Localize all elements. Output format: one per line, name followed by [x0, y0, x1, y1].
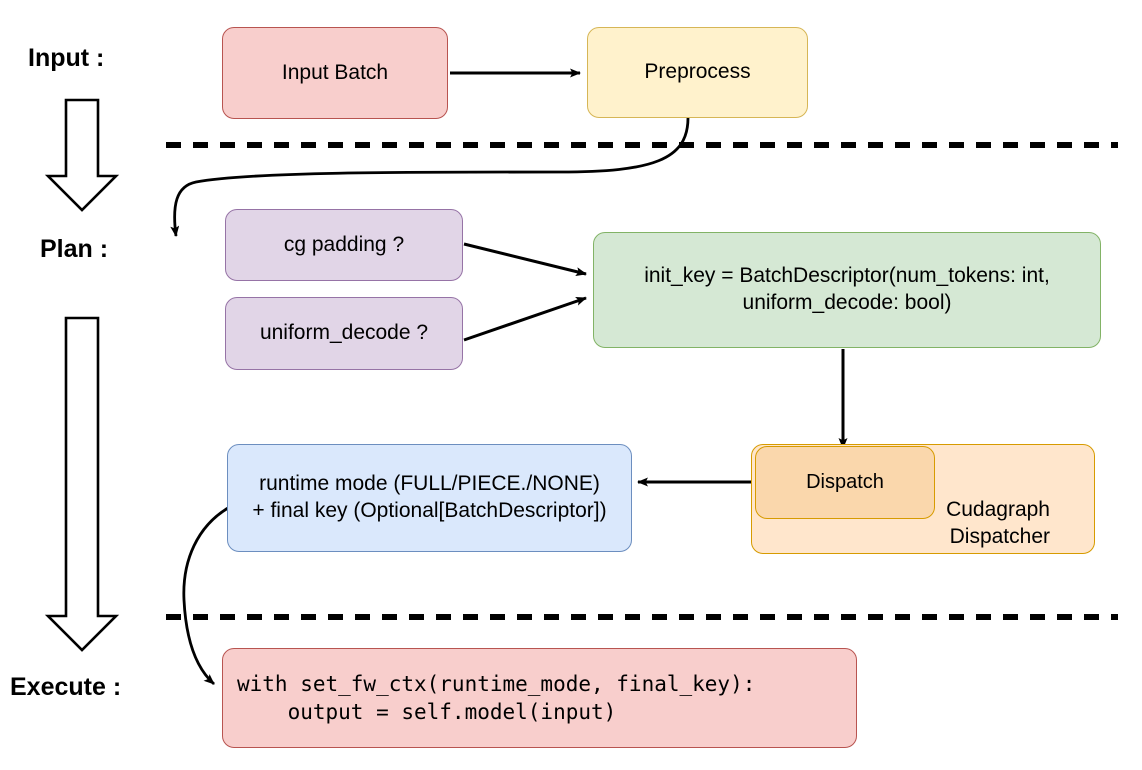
node-cudagraph-dispatcher-line1: Cudagraph: [946, 498, 1050, 522]
node-init-key-line2: uniform_decode: bool): [742, 291, 952, 314]
stage-label-input: Input :: [28, 44, 105, 72]
node-cg-padding[interactable]: cg padding ?: [225, 209, 463, 281]
node-runtime-mode-line2: + final key (Optional[BatchDescriptor]): [252, 499, 607, 522]
edge-cg-padding-to-init-key: [463, 242, 587, 276]
node-input-batch-label: Input Batch: [281, 60, 389, 84]
node-init-key-line1: init_key = BatchDescriptor(num_tokens: i…: [644, 264, 1050, 288]
node-execute-code-line1: with set_fw_ctx(runtime_mode, final_key)…: [237, 671, 756, 696]
stage-label-execute: Execute :: [10, 673, 122, 701]
node-uniform-decode[interactable]: uniform_decode ?: [225, 297, 463, 370]
node-cudagraph-dispatcher-line2: Dispatcher: [949, 525, 1050, 549]
node-cg-padding-label: cg padding ?: [283, 232, 405, 256]
node-uniform-decode-label: uniform_decode ?: [259, 321, 429, 345]
stage-label-plan: Plan :: [40, 235, 109, 263]
node-execute-code-line2: output = self.model(input): [237, 700, 617, 724]
node-dispatch[interactable]: Dispatch: [755, 446, 935, 519]
node-execute-code[interactable]: with set_fw_ctx(runtime_mode, final_key)…: [222, 648, 857, 748]
node-preprocess-label: Preprocess: [644, 60, 751, 84]
block-arrow-input-to-plan: [44, 98, 120, 212]
node-runtime-mode-line1: runtime mode (FULL/PIECE./NONE): [259, 472, 600, 496]
edge-uniform-decode-to-init-key: [463, 296, 587, 342]
block-arrow-plan-to-execute: [44, 316, 120, 652]
node-init-key[interactable]: init_key = BatchDescriptor(num_tokens: i…: [593, 232, 1101, 348]
node-runtime-mode[interactable]: runtime mode (FULL/PIECE./NONE) + final …: [227, 444, 632, 552]
node-input-batch[interactable]: Input Batch: [222, 27, 448, 119]
node-preprocess[interactable]: Preprocess: [587, 27, 808, 118]
node-dispatch-label: Dispatch: [806, 470, 884, 493]
